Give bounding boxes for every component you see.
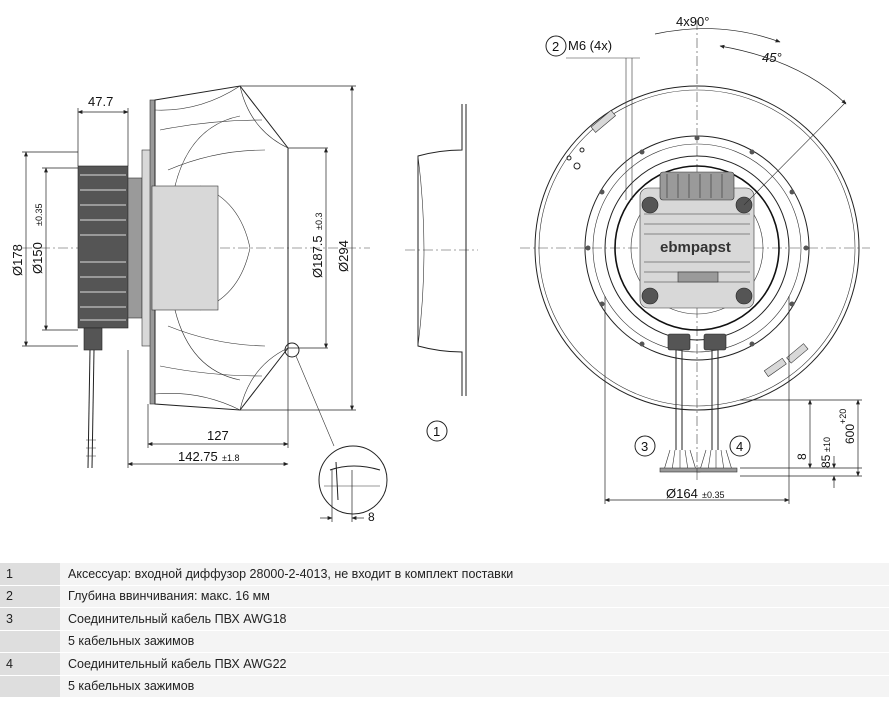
- dim-142-75: 142.75: [178, 449, 218, 464]
- notes-table: 1 Аксессуар: входной диффузор 28000-2-40…: [0, 563, 889, 698]
- dim-47-7: 47.7: [88, 94, 113, 109]
- note-number: [0, 630, 60, 653]
- note-text: Соединительный кабель ПВХ AWG22: [60, 652, 889, 676]
- dim-d178: Ø178: [10, 244, 25, 276]
- callout-1: 1: [433, 424, 440, 439]
- table-row: 2 Глубина ввинчивания: макс. 16 мм: [0, 585, 889, 608]
- table-row: 5 кабельных зажимов: [0, 630, 889, 653]
- cable: [87, 349, 91, 469]
- dim-127: 127: [207, 428, 229, 443]
- table-row: 1 Аксессуар: входной диффузор 28000-2-40…: [0, 563, 889, 586]
- note-number: 4: [0, 652, 60, 676]
- note-number: 2: [0, 585, 60, 608]
- dim-h85-tol: ±10: [822, 437, 832, 452]
- note-number: [0, 675, 60, 698]
- dim-detail-8: 8: [368, 510, 375, 524]
- note-number: 1: [0, 563, 60, 586]
- cable-gland: [83, 327, 103, 351]
- note-text: 5 кабельных зажимов: [60, 675, 889, 698]
- cable-4-wires: [699, 449, 733, 471]
- detail-circle: [318, 445, 388, 515]
- motor-body: [77, 165, 129, 329]
- table-row: 5 кабельных зажимов: [0, 675, 889, 698]
- dim-142-75-tol: ±1.8: [222, 453, 239, 463]
- dim-h8: 8: [795, 453, 809, 460]
- side-view: 47.7 Ø178 Ø150 ±0.35 Ø187.5 ±0.3 Ø294 12…: [10, 85, 388, 524]
- callout-1-circle: [426, 420, 448, 442]
- dim-45: 45°: [762, 50, 782, 65]
- cable-3-wires: [663, 449, 697, 471]
- hole-ring: [585, 135, 809, 347]
- note-text: 5 кабельных зажимов: [60, 630, 889, 653]
- dim-d150-tol: ±0.35: [34, 204, 44, 226]
- callout-3: 3: [641, 439, 648, 454]
- dim-d187-tol: ±0.3: [314, 213, 324, 230]
- dim-4x90: 4x90°: [676, 14, 709, 29]
- table-row: 4 Соединительный кабель ПВХ AWG22: [0, 652, 889, 676]
- heat-sink-fins: [80, 174, 126, 321]
- dim-d164: Ø164: [666, 486, 698, 501]
- dim-h85: 85: [819, 454, 833, 468]
- table-row: 3 Соединительный кабель ПВХ AWG18: [0, 607, 889, 631]
- note-text: Соединительный кабель ПВХ AWG18: [60, 607, 889, 631]
- inlet-diffuser-view: 1: [405, 104, 478, 442]
- note-text: Глубина ввинчивания: макс. 16 мм: [60, 585, 889, 608]
- callout-2: 2: [552, 39, 559, 54]
- dim-d164-tol: ±0.35: [702, 490, 724, 500]
- outer-ring: [534, 85, 860, 411]
- dim-d150: Ø150: [30, 242, 45, 274]
- callout-4: 4: [736, 439, 743, 454]
- note-number: 3: [0, 607, 60, 631]
- dim-m6: M6 (4x): [568, 38, 612, 53]
- dim-d187: Ø187.5: [310, 235, 325, 278]
- dim-d294: Ø294: [336, 240, 351, 272]
- dim-h600-tol: +20: [838, 409, 848, 424]
- front-view: ebmpapst: [520, 14, 870, 504]
- technical-drawing: 47.7 Ø178 Ø150 ±0.35 Ø187.5 ±0.3 Ø294 12…: [10, 14, 870, 524]
- note-text: Аксессуар: входной диффузор 28000-2-4013…: [60, 563, 889, 586]
- dim-h600: 600: [843, 424, 857, 444]
- brand-logo: ebmpapst: [660, 239, 731, 256]
- motor-flange: [614, 165, 780, 331]
- impeller: [151, 85, 289, 411]
